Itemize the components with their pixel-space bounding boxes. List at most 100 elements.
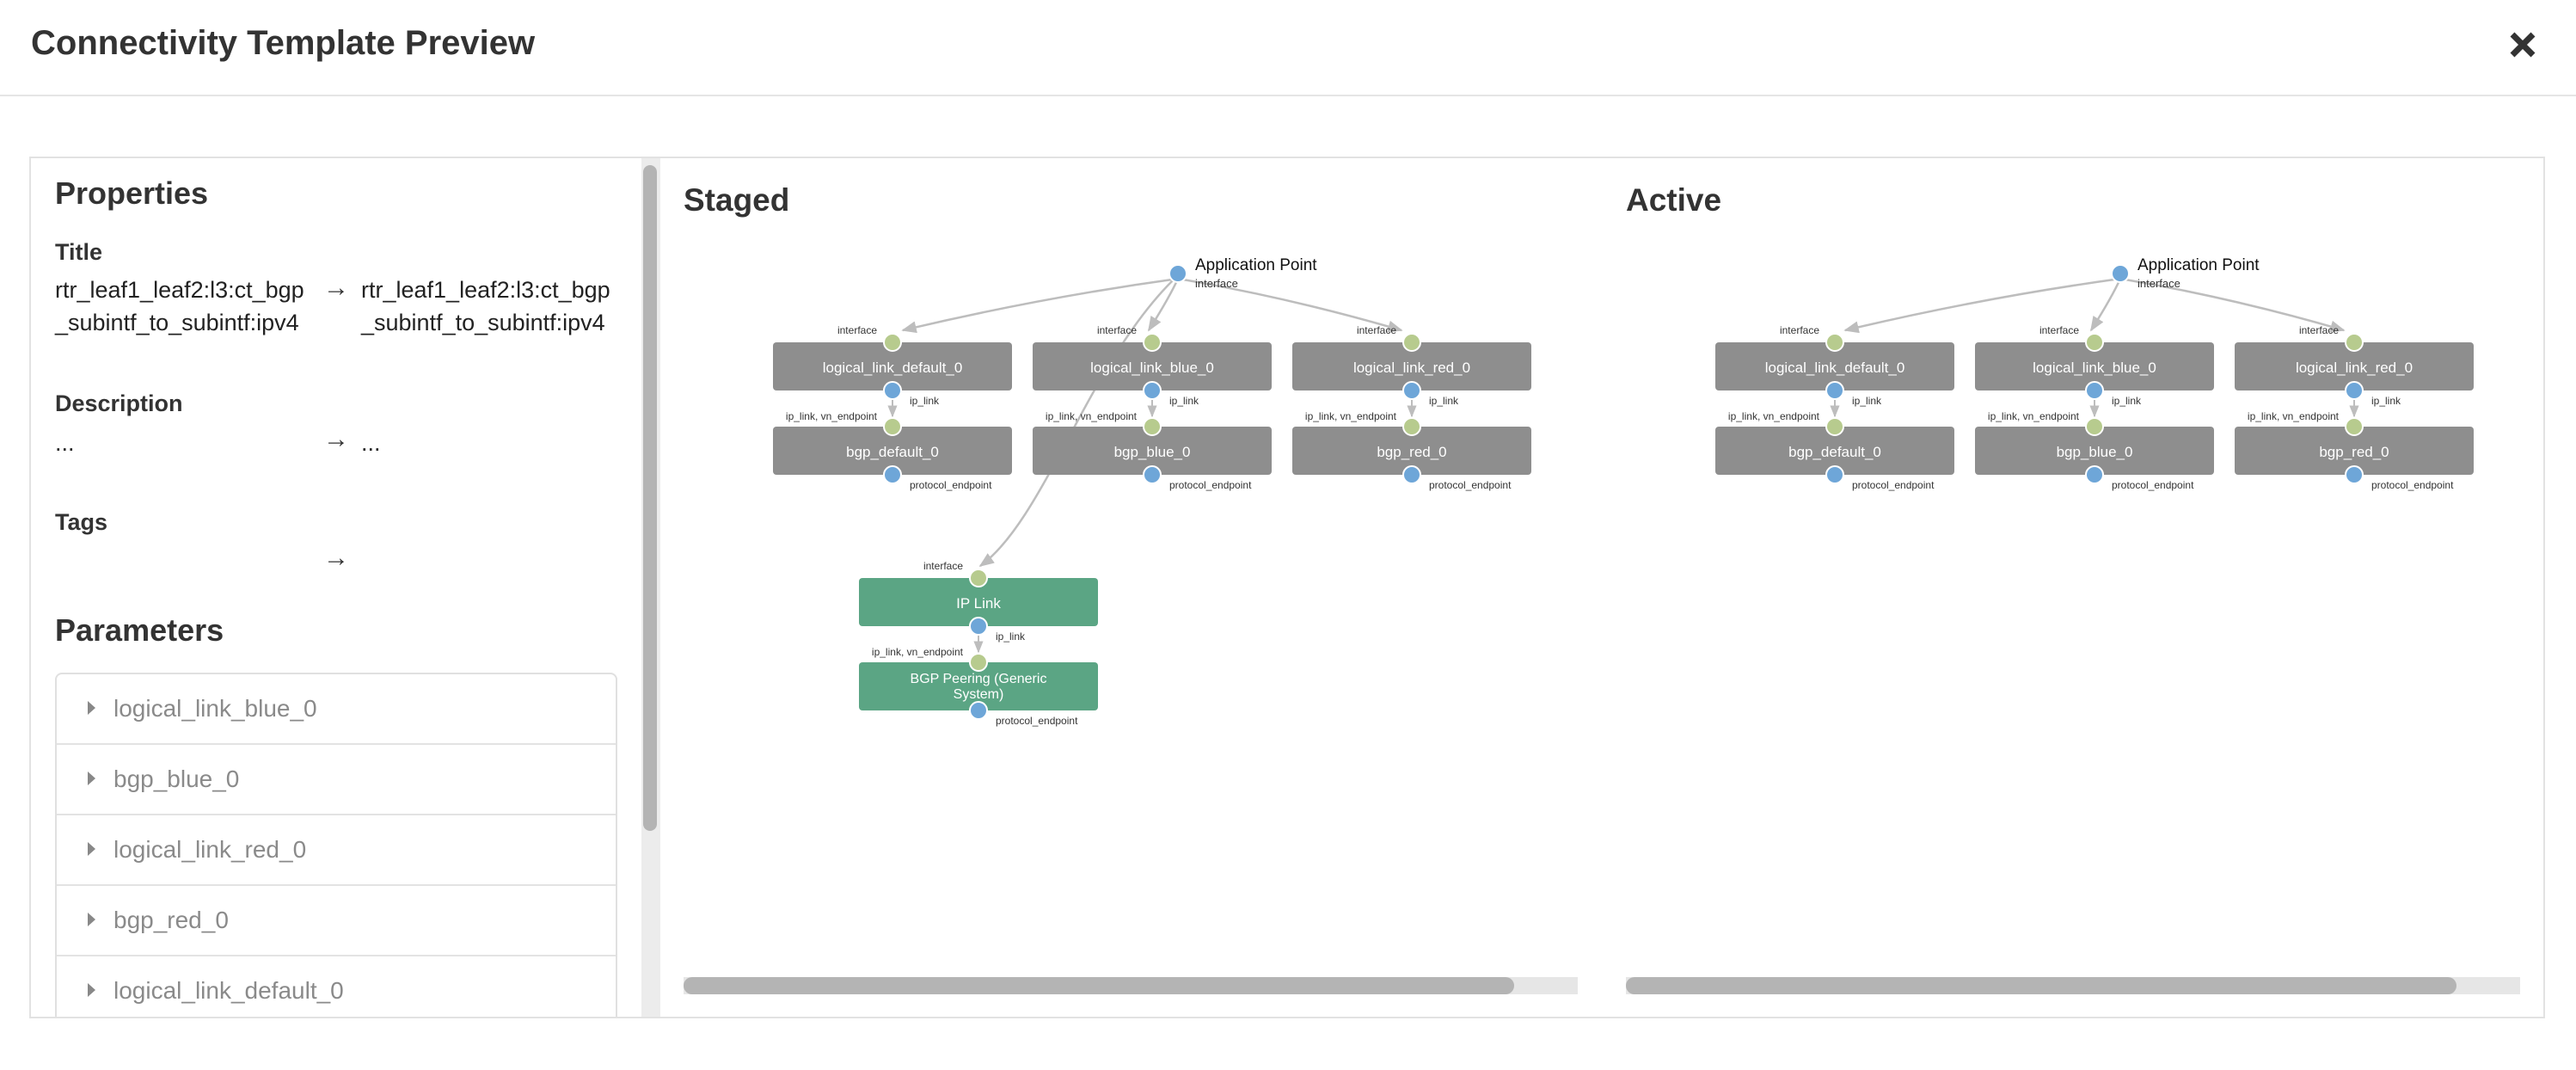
logical-link-label: logical_link_red_0 bbox=[2296, 360, 2413, 376]
properties-scrollbar-thumb[interactable] bbox=[643, 165, 657, 831]
parameter-item-logical-link-blue[interactable]: logical_link_blue_0 bbox=[57, 674, 616, 745]
description-label: Description bbox=[55, 390, 183, 416]
logical-link-node bbox=[1292, 342, 1531, 390]
ip-link-port bbox=[1143, 381, 1162, 400]
active-scrollbar-thumb[interactable] bbox=[1626, 977, 2456, 994]
tags-change-arrow: → bbox=[323, 544, 349, 572]
parameter-name: logical_link_red_0 bbox=[113, 836, 307, 863]
parameter-name: logical_link_default_0 bbox=[113, 977, 344, 1004]
parameters-heading: Parameters bbox=[55, 612, 224, 648]
port-label-interface: interface bbox=[1097, 324, 1137, 336]
caret-right-icon bbox=[88, 913, 95, 926]
logical-link-label: logical_link_default_0 bbox=[823, 360, 963, 376]
bgp-node bbox=[1975, 427, 2214, 475]
parameter-item-bgp-red[interactable]: bgp_red_0 bbox=[57, 886, 616, 956]
close-button[interactable] bbox=[2504, 26, 2542, 64]
description-change-arrow: → bbox=[323, 425, 349, 453]
protocol-endpoint-port bbox=[1825, 465, 1844, 484]
staged-scrollbar-thumb[interactable] bbox=[684, 977, 1514, 994]
port-label-ip-link: ip_link bbox=[2112, 395, 2142, 407]
port-label-interface: interface bbox=[1357, 324, 1396, 336]
ip-link-vn-endpoint-port bbox=[969, 653, 988, 672]
title-old-value: rtr_leaf1_leaf2:l3:ct_bgp _subintf_to_su… bbox=[55, 274, 304, 339]
logical-link-node bbox=[1975, 342, 2214, 390]
caret-right-icon bbox=[88, 842, 95, 856]
bgp-peering-label-line2: System) bbox=[954, 687, 1004, 702]
preview-frame: Properties Title rtr_leaf1_leaf2:l3:ct_b… bbox=[29, 157, 2545, 1018]
interface-port bbox=[969, 569, 988, 587]
port-label-protocol: protocol_endpoint bbox=[2112, 479, 2194, 491]
edge-app-to-link bbox=[901, 277, 1179, 334]
protocol-endpoint-port bbox=[1402, 465, 1421, 484]
ip-link-port bbox=[2085, 381, 2104, 400]
caret-right-icon bbox=[88, 701, 95, 715]
active-pane: Active Application Point interface logical… bbox=[1626, 158, 2520, 1017]
tags-label: Tags bbox=[55, 509, 108, 535]
application-point-port bbox=[2111, 264, 2130, 283]
application-point-port-label: interface bbox=[1195, 277, 1238, 290]
port-label-ip-link-vn: ip_link, vn_endpoint bbox=[1305, 410, 1397, 422]
port-label-ip-link: ip_link bbox=[1429, 395, 1459, 407]
edge-app-to-link bbox=[1843, 277, 2121, 334]
application-point-label: Application Point bbox=[2137, 256, 2260, 274]
bgp-label: bgp_blue_0 bbox=[1114, 444, 1191, 460]
port-label-interface: interface bbox=[923, 560, 963, 572]
port-label-ip-link-vn: ip_link, vn_endpoint bbox=[872, 646, 964, 658]
bgp-label: bgp_default_0 bbox=[846, 444, 939, 460]
port-label-interface: interface bbox=[1780, 324, 1819, 336]
protocol-endpoint-port bbox=[2085, 465, 2104, 484]
description-old-value: ... bbox=[55, 430, 75, 456]
bgp-peering-label-line1: BGP Peering (Generic bbox=[911, 672, 1047, 686]
active-title: Active bbox=[1626, 182, 1722, 218]
properties-heading: Properties bbox=[55, 175, 209, 211]
bgp-node bbox=[1715, 427, 1954, 475]
interface-port bbox=[2345, 333, 2364, 352]
close-icon bbox=[2510, 32, 2536, 58]
bgp-node bbox=[1292, 427, 1531, 475]
port-label-protocol: protocol_endpoint bbox=[2371, 479, 2454, 491]
title-new-value: rtr_leaf1_leaf2:l3:ct_bgp _subintf_to_su… bbox=[361, 274, 610, 339]
title-label: Title bbox=[55, 239, 103, 265]
edge-app-to-link bbox=[1177, 277, 1403, 333]
parameter-item-bgp-blue[interactable]: bgp_blue_0 bbox=[57, 745, 616, 815]
ip-link-port bbox=[969, 617, 988, 636]
ip-link-vn-endpoint-port bbox=[883, 417, 902, 436]
parameters-list: logical_link_blue_0 bgp_blue_0 logical_l… bbox=[55, 673, 617, 1017]
bgp-peering-node bbox=[859, 662, 1098, 710]
port-label-protocol: protocol_endpoint bbox=[1169, 479, 1252, 491]
ip-link-port bbox=[2345, 381, 2364, 400]
staged-title: Staged bbox=[684, 182, 790, 218]
modal-title: Connectivity Template Preview bbox=[31, 24, 536, 62]
port-label-ip-link: ip_link bbox=[996, 630, 1026, 643]
parameter-name: bgp_red_0 bbox=[113, 907, 229, 933]
bgp-label: bgp_red_0 bbox=[1377, 444, 1446, 460]
parameter-item-logical-link-default[interactable]: logical_link_default_0 bbox=[57, 956, 616, 1017]
parameter-item-logical-link-red[interactable]: logical_link_red_0 bbox=[57, 815, 616, 886]
port-label-ip-link-vn: ip_link, vn_endpoint bbox=[1046, 410, 1138, 422]
active-graph: Application Point interface logical_link_d… bbox=[1715, 256, 2474, 491]
ip-link-vn-endpoint-port bbox=[1143, 417, 1162, 436]
port-label-ip-link: ip_link bbox=[2371, 395, 2401, 407]
port-label-ip-link-vn: ip_link, vn_endpoint bbox=[2248, 410, 2340, 422]
ip-link-port bbox=[883, 381, 902, 400]
ip-link-port bbox=[1825, 381, 1844, 400]
bgp-node bbox=[2235, 427, 2474, 475]
interface-port bbox=[1825, 333, 1844, 352]
application-point-port bbox=[1168, 264, 1187, 283]
port-label-ip-link: ip_link bbox=[1169, 395, 1199, 407]
interface-port bbox=[2085, 333, 2104, 352]
edge-app-to-link bbox=[2089, 278, 2122, 332]
edge-app-to-link bbox=[1147, 278, 1180, 332]
bgp-label: bgp_default_0 bbox=[1788, 444, 1881, 460]
description-new-value: ... bbox=[361, 430, 381, 456]
port-label-ip-link-vn: ip_link, vn_endpoint bbox=[1988, 410, 2080, 422]
ip-link-port bbox=[1402, 381, 1421, 400]
title-new-line1: rtr_leaf1_leaf2:l3:ct_bgp bbox=[361, 277, 610, 303]
port-label-ip-link-vn: ip_link, vn_endpoint bbox=[1728, 410, 1820, 422]
caret-right-icon bbox=[88, 772, 95, 785]
title-old-line2: _subintf_to_subintf:ipv4 bbox=[55, 310, 299, 335]
title-change-arrow: → bbox=[323, 274, 349, 302]
logical-link-label: logical_link_default_0 bbox=[1765, 360, 1905, 376]
port-label-ip-link: ip_link bbox=[1852, 395, 1882, 407]
port-label-protocol: protocol_endpoint bbox=[1429, 479, 1512, 491]
